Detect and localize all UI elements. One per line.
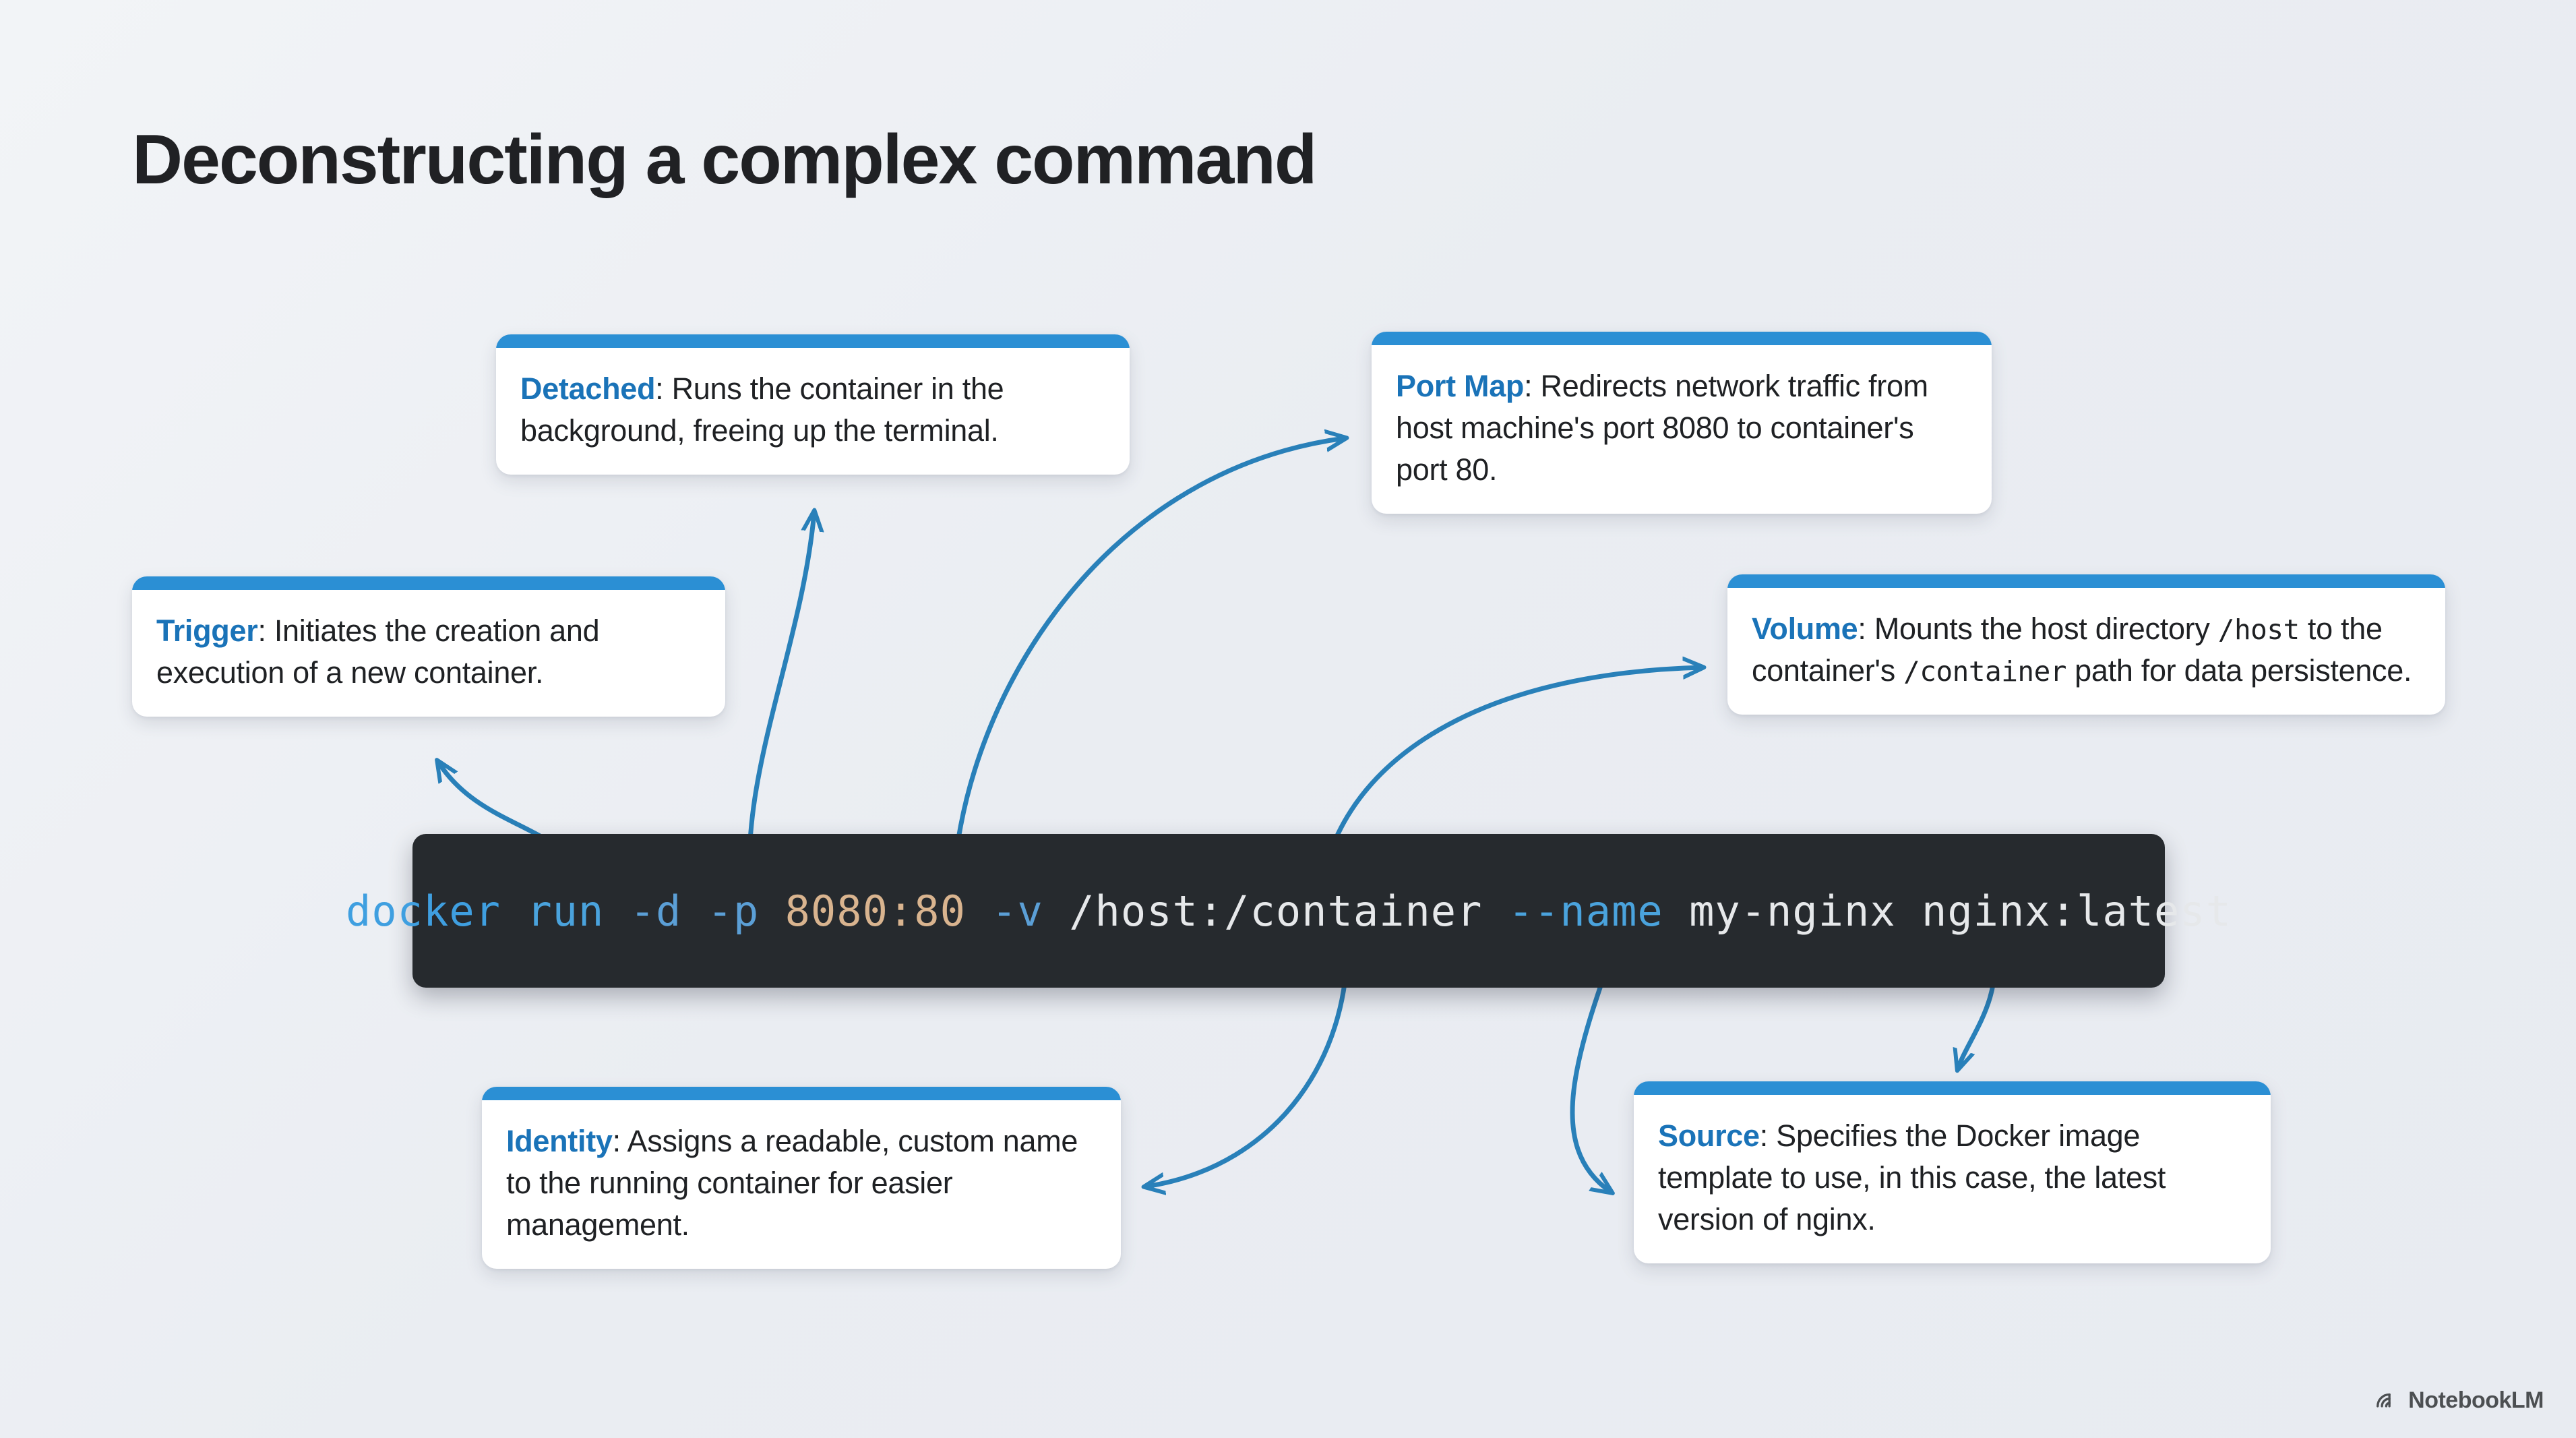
terminal-command-bar: docker run -d -p 8080:80 -v /host:/conta… xyxy=(346,834,2231,988)
card-description: Assigns a readable, custom name to the r… xyxy=(506,1124,1078,1242)
card-body: Port Map: Redirects network traffic from… xyxy=(1372,345,1992,514)
command-token-port: 8080:80 xyxy=(785,886,966,936)
card-accent-bar xyxy=(496,334,1130,348)
card-description: Specifies the Docker image template to u… xyxy=(1658,1118,2166,1237)
command-token-space xyxy=(1043,887,1069,936)
terminal-command-text: docker run -d -p 8080:80 -v /host:/conta… xyxy=(346,887,2232,936)
command-token-flag: -v xyxy=(991,886,1043,936)
card-accent-bar xyxy=(1634,1081,2271,1095)
command-token-argument: nginx:latest xyxy=(1922,886,2232,936)
card-description-part3: path for data persistence. xyxy=(2066,653,2412,688)
card-accent-bar xyxy=(1727,574,2445,588)
card-separator: : xyxy=(257,613,274,648)
command-token-space xyxy=(1482,887,1508,936)
card-accent-bar xyxy=(482,1087,1121,1100)
command-token-flag: -d xyxy=(630,886,682,936)
card-description: Initiates the creation and execution of … xyxy=(156,613,600,690)
card-accent-bar xyxy=(1372,332,1992,345)
command-token-flag: --name xyxy=(1508,886,1663,936)
command-token-space xyxy=(966,887,991,936)
card-description: Redirects network traffic from host mach… xyxy=(1396,369,1928,487)
card-term: Port Map xyxy=(1396,369,1525,403)
annotation-card-detached: Detached: Runs the container in the back… xyxy=(496,334,1130,475)
annotation-card-volume: Volume: Mounts the host directory /host … xyxy=(1727,574,2445,715)
command-token-space xyxy=(604,887,630,936)
card-description-part2: to the container's xyxy=(1752,611,2383,688)
card-body: Source: Specifies the Docker image templ… xyxy=(1634,1095,2271,1263)
card-term: Identity xyxy=(506,1124,613,1158)
notebooklm-spiral-icon xyxy=(2376,1393,2391,1408)
card-accent-bar xyxy=(132,576,725,590)
card-term: Detached xyxy=(520,371,656,406)
annotation-card-identity: Identity: Assigns a readable, custom nam… xyxy=(482,1087,1121,1269)
command-token-subcommand: run xyxy=(526,886,605,936)
card-body: Trigger: Initiates the creation and exec… xyxy=(132,590,725,717)
command-token-space xyxy=(681,887,707,936)
command-token-space xyxy=(1896,887,1922,936)
command-token-space xyxy=(1663,887,1689,936)
card-separator: : xyxy=(612,1124,627,1158)
command-token-argument: my-nginx xyxy=(1689,886,1896,936)
card-description-part1: Mounts the host directory xyxy=(1874,611,2218,646)
annotation-card-source: Source: Specifies the Docker image templ… xyxy=(1634,1081,2271,1264)
card-separator: : xyxy=(1858,611,1874,646)
card-separator: : xyxy=(1524,369,1541,403)
command-token-command: docker xyxy=(346,886,501,936)
command-token-path: /host:/container xyxy=(1069,886,1483,936)
arrow-portmap xyxy=(950,438,1345,899)
annotation-card-trigger: Trigger: Initiates the creation and exec… xyxy=(132,576,725,717)
card-separator: : xyxy=(655,371,672,406)
card-body: Identity: Assigns a readable, custom nam… xyxy=(482,1100,1121,1269)
command-token-flag: -p xyxy=(707,886,760,936)
card-term: Volume xyxy=(1752,611,1858,646)
watermark-label: NotebookLM xyxy=(2408,1387,2544,1413)
card-mono-host-path: /host xyxy=(2217,613,2300,646)
card-term: Source xyxy=(1658,1118,1760,1153)
card-body: Detached: Runs the container in the back… xyxy=(496,348,1130,475)
card-separator: : xyxy=(1759,1118,1777,1153)
card-body: Volume: Mounts the host directory /host … xyxy=(1727,588,2445,715)
command-token-space xyxy=(501,887,526,936)
card-term: Trigger xyxy=(156,613,258,648)
card-description: Runs the container in the background, fr… xyxy=(520,371,1004,448)
page-title: Deconstructing a complex command xyxy=(132,121,1317,199)
notebooklm-watermark: NotebookLM xyxy=(2374,1387,2544,1414)
card-mono-container-path: /container xyxy=(1903,655,2066,688)
command-token-space xyxy=(759,887,785,936)
annotation-card-portmap: Port Map: Redirects network traffic from… xyxy=(1372,332,1992,514)
